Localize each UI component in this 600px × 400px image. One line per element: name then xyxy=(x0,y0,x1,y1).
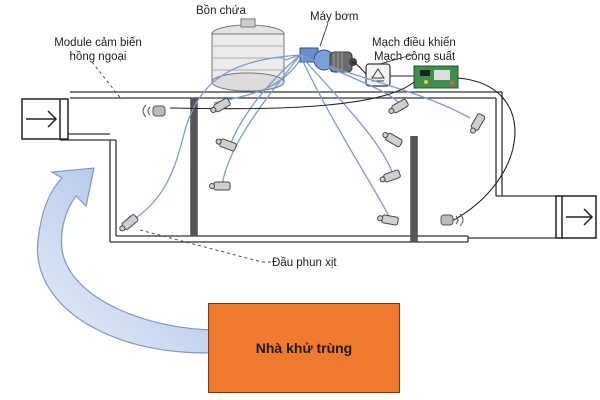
spray-nozzle-icon xyxy=(215,138,237,152)
disinfection-house-box: Nhà khử trùng xyxy=(208,303,400,393)
control-wires xyxy=(169,61,516,223)
leader-lines xyxy=(91,61,272,263)
spray-nozzle-icon xyxy=(210,97,231,113)
power-circuit-label: Mạch công suất xyxy=(374,51,456,63)
exit-door-icon xyxy=(555,195,597,239)
sensor-label-line1: Module cảm biến xyxy=(54,37,142,49)
partition-1 xyxy=(191,98,197,236)
infrared-sensor-icon-1 xyxy=(142,104,166,118)
spray-nozzle-icon xyxy=(382,132,403,148)
tank-label: Bồn chứa xyxy=(196,5,246,17)
power-circuit-icon xyxy=(365,63,391,87)
pump-label: Máy bơm xyxy=(310,11,359,23)
entrance-door-icon xyxy=(21,98,69,140)
leader-lines-solid xyxy=(319,22,416,65)
pump-icon xyxy=(299,47,357,73)
disinfection-house-label: Nhà khử trùng xyxy=(255,340,353,356)
spray-nozzle-icon xyxy=(379,169,401,183)
entry-direction-arrow xyxy=(36,167,226,354)
spray-nozzle-icon xyxy=(119,214,139,232)
spray-nozzle-icon xyxy=(470,113,486,134)
spray-nozzle-icon xyxy=(209,181,231,191)
nozzle-label: Đầu phun xịt xyxy=(272,257,337,269)
control-circuit-label: Mạch điều khiển xyxy=(372,37,456,49)
spray-nozzle-icons xyxy=(119,97,486,232)
spray-nozzle-icon xyxy=(388,98,409,114)
control-circuit-icon xyxy=(413,65,459,89)
spray-nozzle-icon xyxy=(377,214,399,226)
sensor-label-line2: hồng ngoại xyxy=(69,51,127,63)
infrared-sensor-icon-2 xyxy=(440,213,464,227)
water-hoses xyxy=(129,54,471,223)
partition-2 xyxy=(411,136,417,242)
